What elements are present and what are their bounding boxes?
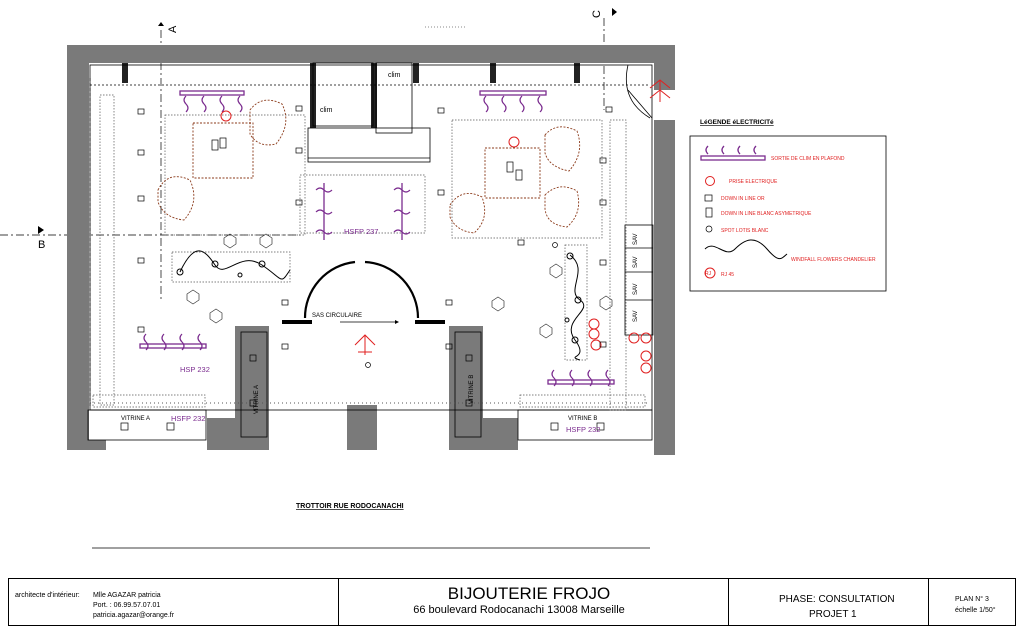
architect-email: patricia.agazar@orange.fr (93, 612, 175, 619)
legend-chandelier-icon (704, 239, 788, 260)
street-label: TROTTOIR RUE RODOCANACHI (296, 503, 404, 510)
hsfp-vitrine-a-label: HSFP 232 (171, 414, 205, 423)
section-line-a (0, 18, 605, 300)
legend-title: LéGENDE éLECTRICITé (700, 119, 774, 126)
sav-label-2: SAV (633, 256, 639, 268)
legend-socket-icon (705, 176, 715, 186)
project-title: BIJOUTERIE FROJO (447, 584, 611, 603)
title-block: architecte d'intérieur: Mlle AGAZAR patr… (8, 578, 1016, 626)
power-sockets (220, 110, 652, 374)
sas-arrow (395, 320, 399, 324)
hsfp-vitrine-b-label: HSFP 232 (566, 425, 600, 434)
architect-phone: Port. : 06.99.57.07.01 (93, 602, 161, 609)
hexagon-pendants (186, 233, 613, 339)
interior-lines (87, 62, 654, 441)
legend-item-7: RJ 45 (721, 272, 734, 278)
architect-label: architecte d'intérieur: (15, 592, 80, 599)
legend-item-6: WINDFALL FLOWERS CHANDELIER (791, 257, 876, 263)
legend-item-2: PRISE ELECTRIQUE (729, 179, 778, 185)
ac-outlet-hooks (143, 95, 611, 387)
vitrine-a-vertical-label: VITRINE A (254, 385, 260, 414)
plan-scale: échelle 1/50° (955, 607, 996, 614)
clim-left-label: clim (320, 107, 333, 114)
section-marker-b: B (38, 226, 45, 251)
section-marker-a: A (158, 22, 179, 33)
plan-cell: PLAN N° 3 échelle 1/50° (929, 579, 1015, 625)
vitrine-a-label: VITRINE A (121, 416, 150, 422)
legend-item-3: DOWN IN LINE OR (721, 196, 765, 202)
project-address: 66 boulevard Rodocanachi 13008 Marseille (413, 604, 625, 616)
section-label-b: B (38, 239, 45, 251)
legend-downlight-asym-icon (705, 207, 713, 218)
chandelier-right (564, 252, 585, 361)
hsp-left-label: HSP 232 (180, 365, 210, 374)
sav-label-3: SAV (633, 283, 639, 295)
legend-item-1: SORTIE DE CLIM EN PLAFOND (771, 156, 845, 162)
vitrine-b-vertical-label: VITRINE B (469, 375, 475, 404)
legend-ac-icon (700, 145, 766, 161)
armchairs (157, 99, 581, 234)
legend: LéGENDE éLECTRICITé RJ SORTIE DE CLIM EN… (689, 119, 887, 292)
legend-rj-symbol: RJ (705, 271, 712, 277)
sas-label: SAS CIRCULAIRE (312, 313, 362, 319)
phase-cell: PHASE: CONSULTATION PROJET 1 (729, 579, 929, 625)
project-label: PROJET 1 (809, 609, 857, 620)
display-tables (92, 94, 646, 411)
entrance-arrow-icon (354, 79, 671, 355)
sav-label-1: SAV (633, 233, 639, 245)
clim-right-label: clim (388, 72, 401, 79)
hsfp-center-label: HSFP 237 (344, 227, 378, 236)
downlights (120, 105, 613, 431)
legend-spot-icon (705, 225, 713, 233)
chandelier-left (176, 250, 291, 280)
legend-item-4: DOWN IN LINE BLANC ASYMETRIQUE (721, 211, 812, 217)
phase-label: PHASE: CONSULTATION (779, 594, 895, 605)
sas-doors (303, 260, 420, 319)
plan-number: PLAN N° 3 (955, 596, 989, 603)
section-label-a: A (167, 25, 179, 33)
legend-rj45-icon (704, 267, 716, 279)
architect-cell: architecte d'intérieur: Mlle AGAZAR patr… (9, 579, 339, 625)
architect-name: Mlle AGAZAR patricia (93, 592, 161, 599)
project-cell: BIJOUTERIE FROJO 66 boulevard Rodocanach… (339, 579, 729, 625)
spot-lights (365, 242, 558, 368)
vitrine-b-label: VITRINE B (568, 416, 597, 422)
legend-item-5: SPOT LOTIS BLANC (721, 228, 769, 234)
sas-thresholds (282, 320, 445, 324)
section-marker-c: C (591, 8, 617, 18)
sav-label-4: SAV (633, 310, 639, 322)
section-label-c: C (591, 10, 603, 18)
legend-downlight-icon (704, 194, 713, 202)
ac-outlets (139, 90, 615, 385)
